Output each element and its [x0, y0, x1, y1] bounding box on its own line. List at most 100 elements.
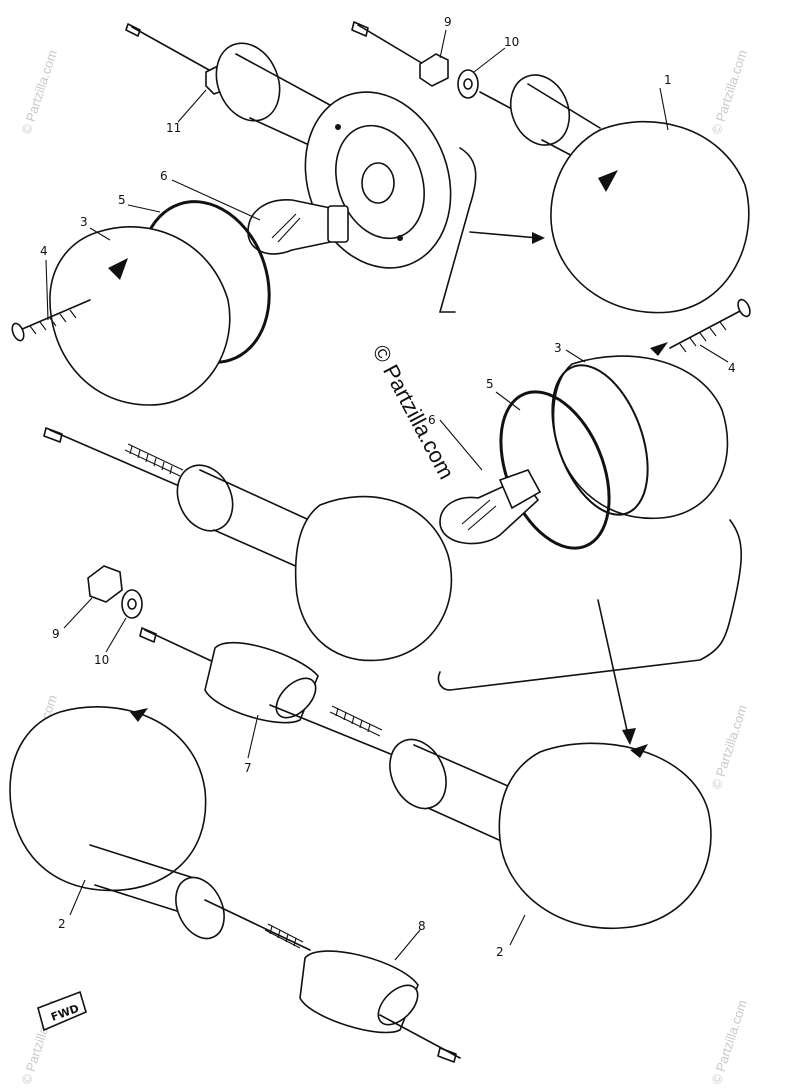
wire-terminal	[351, 21, 369, 37]
screw-head	[737, 298, 751, 318]
leader-6a	[171, 179, 261, 221]
stem-flange	[215, 42, 281, 122]
washer-hole	[127, 598, 137, 610]
callout-6-mid: 6	[428, 413, 436, 427]
watermark-top-right: © Partzilla.com	[709, 48, 750, 136]
lens-notch	[630, 744, 648, 758]
rear-left-signal-housing	[9, 706, 311, 951]
callout-1: 1	[664, 73, 672, 87]
wire-terminal	[43, 427, 63, 443]
lens-notch	[650, 342, 668, 356]
leader-1	[659, 87, 669, 131]
washer-hole	[463, 78, 473, 90]
stem-top-edge	[199, 469, 321, 526]
leader-3a	[89, 227, 111, 241]
rear-signal-stem-upper	[43, 427, 453, 662]
grommet-8	[299, 950, 461, 1063]
callout-2-right: 2	[496, 945, 504, 959]
callout-8: 8	[418, 919, 426, 933]
stud-thread	[269, 925, 297, 947]
assembly-bracket-top	[439, 147, 545, 313]
stud-thread	[129, 445, 173, 475]
leader-2b	[509, 914, 526, 946]
nut-9-top	[419, 53, 449, 87]
bracket-line	[437, 519, 742, 691]
lens-shell	[49, 225, 231, 406]
lens-notch	[108, 258, 128, 280]
callout-3-mid: 3	[554, 341, 562, 355]
leader-7	[247, 714, 259, 759]
callout-5-top: 5	[118, 193, 126, 207]
grommet-opening	[275, 677, 317, 719]
leader-lines	[45, 29, 729, 961]
leader-5a	[127, 204, 161, 213]
stem-bottom-edge	[213, 529, 301, 569]
watermark-bottom-right: © Partzilla.com	[709, 998, 750, 1086]
stem-bottom-edge	[94, 884, 181, 913]
callout-9-lower: 9	[52, 627, 60, 641]
leader-3b	[565, 349, 586, 363]
bulb-base	[327, 205, 349, 243]
housing-2-upper	[294, 495, 453, 662]
stem-top-edge	[235, 53, 331, 106]
wire	[204, 899, 311, 951]
bulb-filament	[271, 213, 301, 243]
screw-thread	[29, 309, 77, 335]
threaded-stud	[124, 443, 184, 477]
screw-hole	[397, 235, 403, 241]
screw-head	[11, 322, 25, 342]
screw-4-top	[11, 299, 91, 342]
wire	[49, 429, 201, 496]
forward-direction-marker: FWD	[37, 990, 87, 1032]
arrow-shaft	[469, 231, 539, 239]
screw-shaft	[19, 299, 91, 331]
leader-4b	[699, 344, 729, 363]
lens-3-top	[49, 225, 231, 406]
screw-shaft	[669, 309, 743, 349]
callout-10-lower: 10	[94, 653, 109, 667]
leader-4a	[45, 259, 49, 321]
stud	[479, 91, 511, 109]
lens-notch	[130, 708, 148, 722]
callout-9-top: 9	[444, 15, 452, 29]
wire	[357, 24, 431, 69]
wire-terminal	[139, 627, 157, 643]
callout-5-mid: 5	[486, 377, 494, 391]
callout-11: 11	[166, 121, 181, 135]
lens-notch	[598, 170, 618, 192]
bulb-glass	[247, 199, 341, 255]
stem-flange	[389, 738, 447, 810]
callout-10-top: 10	[504, 35, 519, 49]
arrow-shaft	[597, 599, 629, 736]
stem-flange	[509, 74, 571, 146]
wire	[144, 629, 221, 666]
grommet-7	[139, 627, 319, 724]
arrow-head	[622, 728, 636, 745]
stem-top-edge	[527, 83, 601, 129]
stem-flange	[175, 876, 225, 940]
leader-6b	[439, 419, 483, 471]
socket-hole	[361, 162, 395, 204]
threaded-stud	[329, 705, 383, 737]
leader-9a	[439, 29, 447, 59]
arrow-head	[532, 232, 545, 244]
fwd-arrow-shape	[37, 990, 87, 1032]
bulb-6-top	[247, 199, 349, 255]
nut-washer-lower	[87, 565, 143, 619]
watermark-top-left: © Partzilla.com	[19, 48, 60, 136]
nut-9-lower	[87, 565, 123, 603]
leader-11	[177, 89, 207, 123]
rear-signal-assembly-lower	[269, 704, 712, 929]
leader-10a	[473, 47, 506, 73]
screw-thread	[679, 321, 727, 353]
stem-flange	[176, 464, 234, 532]
callout-4-top: 4	[40, 244, 48, 258]
rear-right-signal-exploded	[439, 298, 751, 550]
callout-4-mid: 4	[728, 361, 736, 375]
screw-hole	[335, 124, 341, 130]
watermark-center: © Partzilla.com	[368, 341, 460, 484]
assembled-signal-1	[351, 21, 750, 314]
stem-top-edge	[89, 844, 201, 881]
wire-terminal	[125, 23, 141, 37]
